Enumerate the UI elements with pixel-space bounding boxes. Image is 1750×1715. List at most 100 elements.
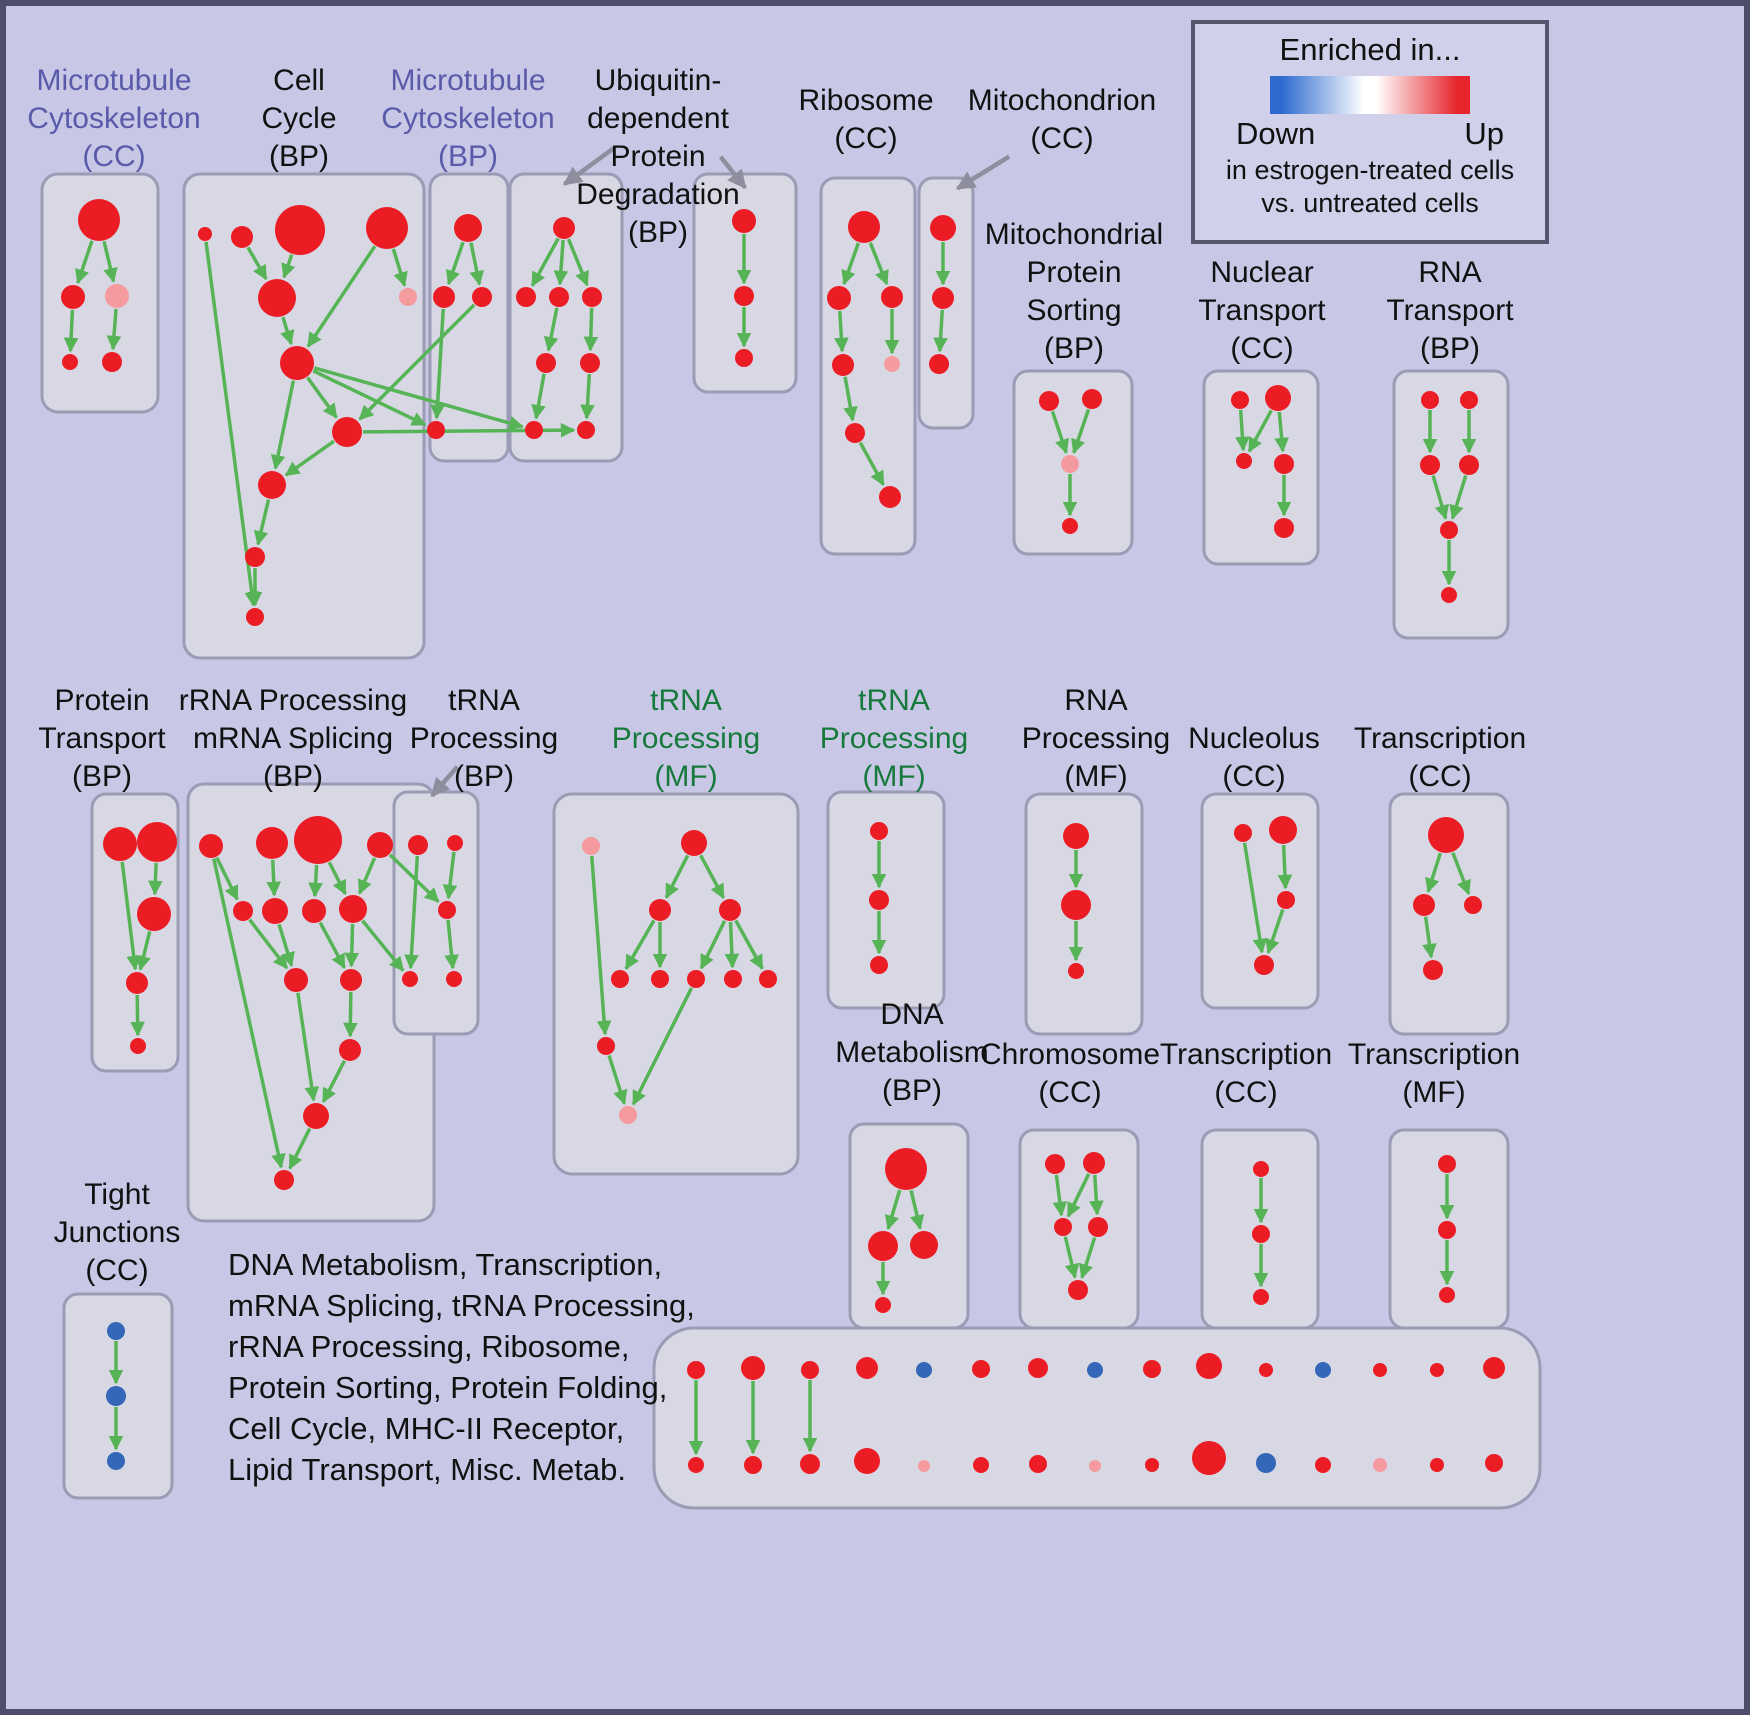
gene-node <box>687 1361 705 1379</box>
gene-node <box>256 827 288 859</box>
gene-node <box>972 1360 990 1378</box>
arrow <box>1247 409 1273 453</box>
arrow <box>404 855 420 970</box>
arrow <box>75 240 94 285</box>
arrow <box>215 856 239 901</box>
gene-node <box>433 286 455 308</box>
arrow <box>1422 916 1437 959</box>
gene-node <box>649 899 671 921</box>
arrow <box>1265 908 1285 955</box>
gene-node <box>233 901 253 921</box>
gene-node <box>1315 1457 1331 1473</box>
gene-node <box>930 215 956 241</box>
gene-node <box>1063 823 1089 849</box>
gene-node <box>447 835 463 851</box>
gene-node <box>1196 1353 1222 1379</box>
gene-node <box>1061 455 1079 473</box>
arrow <box>253 499 271 546</box>
gene-node <box>1413 894 1435 916</box>
gene-node <box>1061 890 1091 920</box>
arrow <box>699 919 727 970</box>
gene-node <box>1259 1363 1273 1377</box>
arrow <box>1066 1173 1091 1218</box>
gene-node <box>1430 1363 1444 1377</box>
gene-node <box>302 899 326 923</box>
gene-node <box>332 417 362 447</box>
gene-node <box>881 286 903 308</box>
gene-node <box>1464 896 1482 914</box>
gene-node <box>1439 1287 1455 1303</box>
arrow <box>306 376 338 419</box>
gene-node <box>916 1362 932 1378</box>
gene-node <box>472 287 492 307</box>
arrow <box>270 380 296 470</box>
gene-node <box>339 895 367 923</box>
arrow <box>1050 410 1069 455</box>
gene-node <box>231 226 253 248</box>
arrow <box>391 248 408 287</box>
arrow <box>318 921 346 969</box>
gene-node <box>106 1386 126 1406</box>
arrow <box>106 308 122 351</box>
gene-node <box>1253 1289 1269 1305</box>
gene-node <box>198 227 212 241</box>
gene-node <box>973 1457 989 1473</box>
gene-node <box>918 1460 930 1472</box>
arrow <box>553 239 569 286</box>
arrow <box>102 241 118 283</box>
gene-node <box>932 287 954 309</box>
gene-node <box>549 287 569 307</box>
arrow <box>531 373 546 420</box>
gene-node <box>1068 1280 1088 1300</box>
gene-node <box>1438 1221 1456 1239</box>
gene-node <box>367 832 393 858</box>
gene-node <box>126 972 148 994</box>
gene-node <box>1440 521 1458 539</box>
gene-node <box>1256 1453 1276 1473</box>
arrow <box>136 931 152 971</box>
layer-annotation-arrows <box>430 146 1011 798</box>
arrow <box>566 238 589 287</box>
gene-node <box>875 1297 891 1313</box>
gene-node <box>1423 960 1443 980</box>
arrow <box>358 303 476 421</box>
legend-down-label: Down <box>1236 116 1316 151</box>
gene-node <box>741 1356 765 1380</box>
gene-node <box>246 608 264 626</box>
arrow <box>148 862 163 896</box>
gene-node <box>553 217 575 239</box>
gene-node <box>1269 816 1297 844</box>
arrow <box>734 919 764 970</box>
gene-node <box>724 970 742 988</box>
arrow <box>543 307 559 352</box>
gene-node <box>340 969 362 991</box>
arrow <box>344 923 360 968</box>
arrow <box>858 441 885 487</box>
gene-node <box>280 346 314 380</box>
arrow <box>843 376 858 422</box>
legend-endpoint-labels: Down Up <box>1236 116 1504 152</box>
arrow <box>530 237 560 287</box>
arrow <box>1071 408 1091 455</box>
gene-node <box>1428 817 1464 853</box>
arrow <box>296 992 320 1102</box>
gene-node <box>1054 1218 1072 1236</box>
gene-node <box>438 901 456 919</box>
gene-node <box>339 1039 361 1061</box>
arrow <box>430 765 460 798</box>
gene-node <box>848 211 880 243</box>
gene-node <box>910 1231 938 1259</box>
gene-node <box>78 199 120 241</box>
gene-node <box>1373 1458 1387 1472</box>
gene-node <box>580 353 600 373</box>
gene-node <box>1082 389 1102 409</box>
arrow <box>120 861 141 971</box>
group-box-transcription-cc-a <box>1388 792 1510 1036</box>
group-box-nuc-transport <box>1202 369 1320 566</box>
gene-node <box>1460 391 1478 409</box>
network-diagram <box>40 146 1542 1510</box>
arrow <box>130 994 145 1037</box>
gene-node <box>577 421 595 439</box>
gene-node <box>107 1452 125 1470</box>
